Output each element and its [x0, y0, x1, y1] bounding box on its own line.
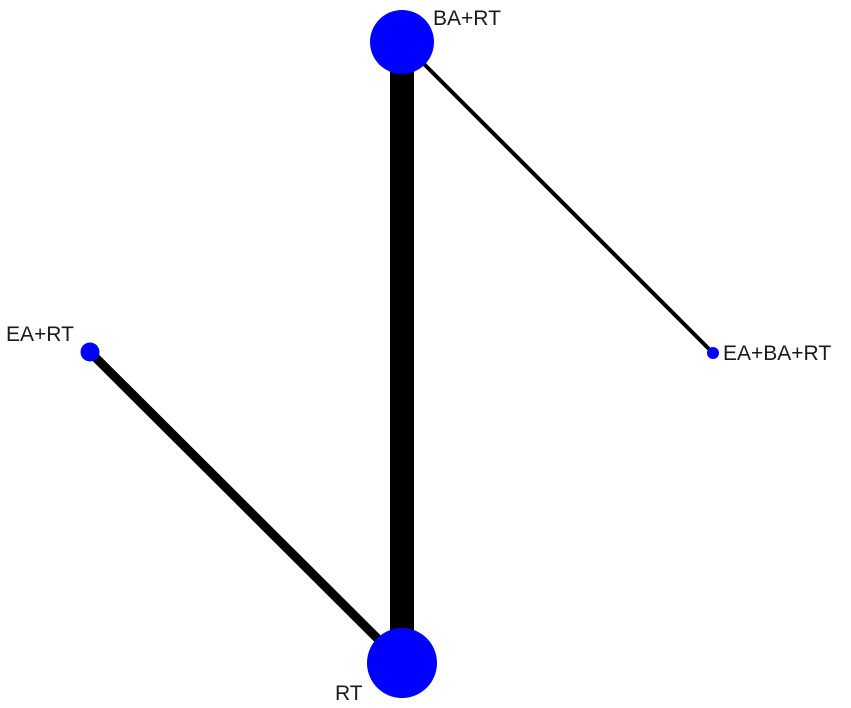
- node-label-ba-rt: BA+RT: [433, 7, 501, 30]
- node-ba-rt: [370, 10, 434, 74]
- edge-ba-rt-to-ea-ba-rt: [400, 40, 715, 355]
- edge-ea-rt-to-rt: [85, 347, 407, 668]
- node-ea-rt: [80, 342, 100, 362]
- node-ea-ba-rt: [707, 347, 719, 359]
- node-rt: [367, 628, 437, 698]
- node-label-ea-rt: EA+RT: [6, 323, 74, 346]
- node-label-rt: RT: [335, 682, 363, 705]
- node-label-ea-ba-rt: EA+BA+RT: [723, 342, 831, 365]
